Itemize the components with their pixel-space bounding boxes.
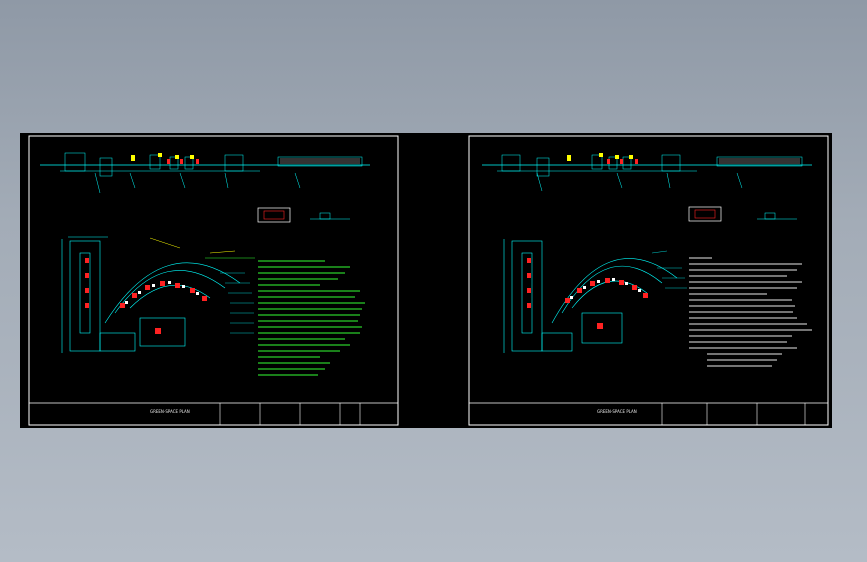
drawing-sheet-right[interactable]: GREEN-SPACE PLAN: [467, 133, 832, 428]
title-block-drawing-title-right: GREEN-SPACE PLAN: [597, 409, 637, 414]
title-block-drawing-title: GREEN-SPACE PLAN: [150, 409, 190, 414]
sheet-divider: [401, 133, 467, 428]
cad-drawing-left: [28, 135, 399, 426]
cad-drawing-right: [468, 135, 829, 426]
drawing-sheet-left[interactable]: GREEN-SPACE PLAN: [20, 133, 401, 428]
